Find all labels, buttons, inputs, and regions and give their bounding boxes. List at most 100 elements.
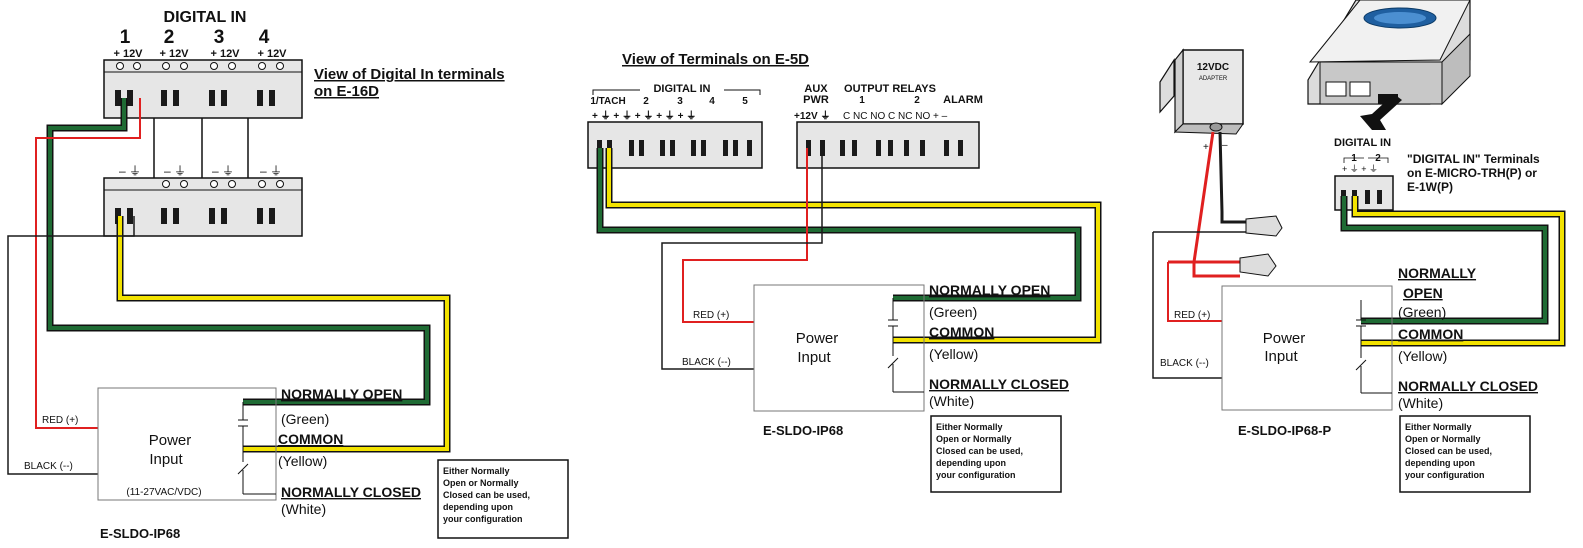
white-label: (White): [1398, 395, 1443, 411]
power-input-label-line2: Input: [1264, 348, 1298, 365]
wires: [596, 148, 1102, 370]
terminal-marks: – ⏚: [260, 164, 282, 178]
device-icon: [1307, 0, 1471, 106]
normally-open-label-line2: OPEN: [1403, 285, 1443, 301]
white-label: (White): [929, 393, 974, 409]
common-label: COMMON: [278, 431, 343, 447]
relay-1-label: 1: [859, 95, 865, 106]
alarm-label: ALARM: [943, 94, 983, 106]
panel-e16d: DIGITAL IN 1 2 3 4 + 12V + 12V + 12V + 1…: [7, 9, 569, 541]
note-line: Open or Normally: [1405, 434, 1481, 444]
relay-terminal-marks: C NC NO C NC NO + –: [843, 111, 948, 122]
green-label: (Green): [929, 304, 977, 320]
common-label: COMMON: [1398, 326, 1463, 342]
power-input-label: Power: [1263, 330, 1306, 347]
red-wire-label: RED (+): [42, 415, 78, 426]
digital-in-label: DIGITAL IN: [653, 83, 710, 95]
terminal-polarity-label: + 12V: [210, 48, 240, 60]
green-wire: [1342, 196, 1547, 323]
adapter-label: 12VDC: [1197, 62, 1229, 73]
channel-label: 4: [709, 96, 715, 107]
black-wire: [661, 148, 823, 370]
note-line: Either Normally: [936, 422, 1003, 432]
power-input-label: Power: [796, 330, 839, 347]
output-relays-label: OUTPUT RELAYS: [844, 83, 936, 95]
panel-title-line2: on E-16D: [314, 83, 379, 100]
yellow-label: (Yellow): [278, 453, 327, 469]
terminal-marks: + ⏚ + ⏚: [1342, 164, 1378, 174]
jumper-wires: [153, 118, 249, 178]
red-wire-lead: [1167, 262, 1222, 322]
terminals-title-line2: on E-MICRO-TRH(P) or: [1407, 166, 1537, 180]
sldo-box: [97, 387, 277, 501]
note-line: Open or Normally: [443, 478, 519, 488]
digital-in-label: DIGITAL IN: [1334, 137, 1391, 149]
note-box: [1399, 415, 1531, 493]
note-line: your configuration: [443, 514, 523, 524]
normally-closed-label: NORMALLY CLOSED: [929, 376, 1069, 392]
note-box: [437, 459, 569, 539]
red-wire-label: RED (+): [1174, 310, 1210, 321]
terminal-marks: – ⏚: [212, 164, 234, 178]
yellow-wire: [607, 148, 1100, 342]
red-wire: [1192, 131, 1240, 278]
device-label: E-SLDO-IP68-P: [1238, 423, 1332, 438]
yellow-label: (Yellow): [929, 346, 978, 362]
aux-terminal-marks: +12V ⏚: [794, 110, 830, 122]
note-line: depending upon: [1405, 458, 1475, 468]
panel-title: View of Terminals on E-5D: [622, 51, 809, 68]
digital-terminal-marks: + ⏚ + ⏚ + ⏚ + ⏚ + ⏚: [592, 110, 696, 122]
note-line: Either Normally: [1405, 422, 1472, 432]
common-label: COMMON: [929, 324, 994, 340]
channel-2-label: 2: [1375, 153, 1381, 164]
note-line: your configuration: [1405, 470, 1485, 480]
channel-number: 4: [259, 27, 270, 48]
note-line: Closed can be used,: [443, 490, 530, 500]
yellow-label: (Yellow): [1398, 348, 1447, 364]
terminals-title: "DIGITAL IN" Terminals: [1407, 152, 1540, 166]
channel-label: 3: [677, 96, 683, 107]
power-range-label: (11-27VAC/VDC): [126, 487, 201, 498]
sldo-box: [1221, 285, 1393, 411]
note-line: Either Normally: [443, 466, 510, 476]
channel-number: 1: [120, 27, 131, 48]
note-line: depending upon: [443, 502, 513, 512]
channel-label: 5: [742, 96, 748, 107]
note-text: Either Normally Open or Normally Closed …: [1405, 422, 1492, 480]
red-wire: [35, 98, 141, 429]
channel-number: 3: [214, 27, 225, 48]
pwr-label: PWR: [803, 94, 829, 106]
terminal-polarity-label: + 12V: [159, 48, 189, 60]
black-wire-label: BLACK (--): [1160, 358, 1209, 369]
note-box: [930, 415, 1062, 493]
adapter-sublabel: ADAPTER: [1199, 76, 1228, 82]
relay-2-label: 2: [914, 95, 920, 106]
note-line: your configuration: [936, 470, 1016, 480]
channel-label: 2: [643, 96, 649, 107]
power-adapter: 12VDC ADAPTER + –: [1159, 48, 1244, 153]
black-wire-label: BLACK (--): [24, 461, 73, 472]
normally-open-label: NORMALLY: [1398, 265, 1477, 281]
channel-1-label: 1: [1351, 153, 1357, 164]
panel-e5d: View of Terminals on E-5D DIGITAL IN 1/T…: [587, 51, 1102, 493]
terminal-polarity-label: + 12V: [113, 48, 143, 60]
note-line: Closed can be used,: [936, 446, 1023, 456]
normally-closed-label: NORMALLY CLOSED: [281, 484, 421, 500]
green-label: (Green): [281, 411, 329, 427]
wire-nut-icon: [1239, 215, 1283, 277]
relay-contacts: [237, 402, 276, 495]
digital-in-header: DIGITAL IN: [164, 9, 247, 26]
note-text: Either Normally Open or Normally Closed …: [443, 466, 530, 524]
black-wire-label: BLACK (--): [682, 357, 731, 368]
terminal-marks: – ⏚: [119, 164, 141, 178]
green-wire: [598, 148, 1080, 300]
lower-terminal-block: – ⏚ – ⏚ – ⏚ – ⏚: [103, 164, 303, 237]
sldo-box: [753, 284, 925, 412]
wires: [1152, 131, 1566, 379]
yellow-wire: [1353, 196, 1564, 345]
wires: [7, 98, 451, 475]
normally-closed-label: NORMALLY CLOSED: [1398, 378, 1538, 394]
red-wire-label: RED (+): [693, 310, 729, 321]
terminals-title-line3: E-1W(P): [1407, 180, 1453, 194]
